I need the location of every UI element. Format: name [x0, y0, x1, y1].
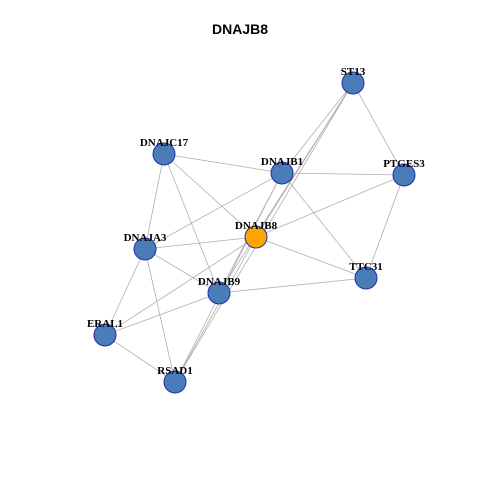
- edge-ptges3-dnajb8: [255, 174, 405, 238]
- edge-dnajb9-eral1: [104, 292, 220, 336]
- node-dnajc17[interactable]: [152, 142, 176, 166]
- node-label-dnajb1: DNAJB1: [261, 156, 303, 168]
- edge-dnaja3-rsad1: [144, 248, 176, 383]
- edge-dnajb1-rsad1: [174, 172, 283, 383]
- node-label-ttc31: TTC31: [349, 261, 383, 273]
- node-eral1[interactable]: [93, 323, 117, 347]
- node-label-rsad1: RSAD1: [157, 365, 192, 377]
- node-ptges3[interactable]: [392, 163, 416, 187]
- node-label-eral1: ERAL1: [87, 318, 123, 330]
- node-label-dnajb9: DNAJB9: [198, 276, 241, 288]
- edge-dnajb1-ptges3: [281, 172, 405, 176]
- node-dnaja3[interactable]: [133, 237, 157, 261]
- node-label-dnaja3: DNAJA3: [124, 232, 167, 244]
- edge-st13-ptges3: [352, 82, 405, 176]
- nodes-layer: [93, 71, 416, 394]
- edge-dnajb1-ttc31: [281, 172, 367, 279]
- graph-title: DNAJB8: [211, 21, 268, 37]
- edge-dnajb1-dnaja3: [144, 172, 283, 250]
- node-dnajb1[interactable]: [270, 161, 294, 185]
- edge-dnajb8-dnaja3: [144, 236, 257, 250]
- edge-st13-dnajb9: [218, 82, 354, 294]
- edges-layer: [104, 82, 405, 383]
- node-dnajb9[interactable]: [207, 281, 231, 305]
- edge-dnajc17-dnajb8: [163, 153, 257, 238]
- edge-dnajb8-rsad1: [174, 236, 257, 383]
- edge-dnajb9-ttc31: [218, 277, 367, 294]
- node-dnajb8[interactable]: [244, 225, 268, 249]
- edge-dnaja3-eral1: [104, 248, 146, 336]
- edge-eral1-rsad1: [104, 334, 176, 383]
- node-rsad1[interactable]: [163, 370, 187, 394]
- node-label-st13: ST13: [341, 66, 366, 78]
- edge-dnajc17-dnaja3: [144, 153, 165, 250]
- node-label-ptges3: PTGES3: [383, 158, 425, 170]
- node-label-dnajb8: DNAJB8: [235, 220, 278, 232]
- node-label-dnajc17: DNAJC17: [140, 137, 189, 149]
- edge-dnajb8-ttc31: [255, 236, 367, 279]
- edge-dnajb8-eral1: [104, 236, 257, 336]
- edge-st13-dnajb1: [281, 82, 354, 174]
- node-ttc31[interactable]: [354, 266, 378, 290]
- edge-dnaja3-dnajb9: [144, 248, 220, 294]
- edge-ptges3-ttc31: [365, 174, 405, 279]
- edge-dnajc17-dnajb1: [163, 153, 283, 174]
- node-st13[interactable]: [341, 71, 365, 95]
